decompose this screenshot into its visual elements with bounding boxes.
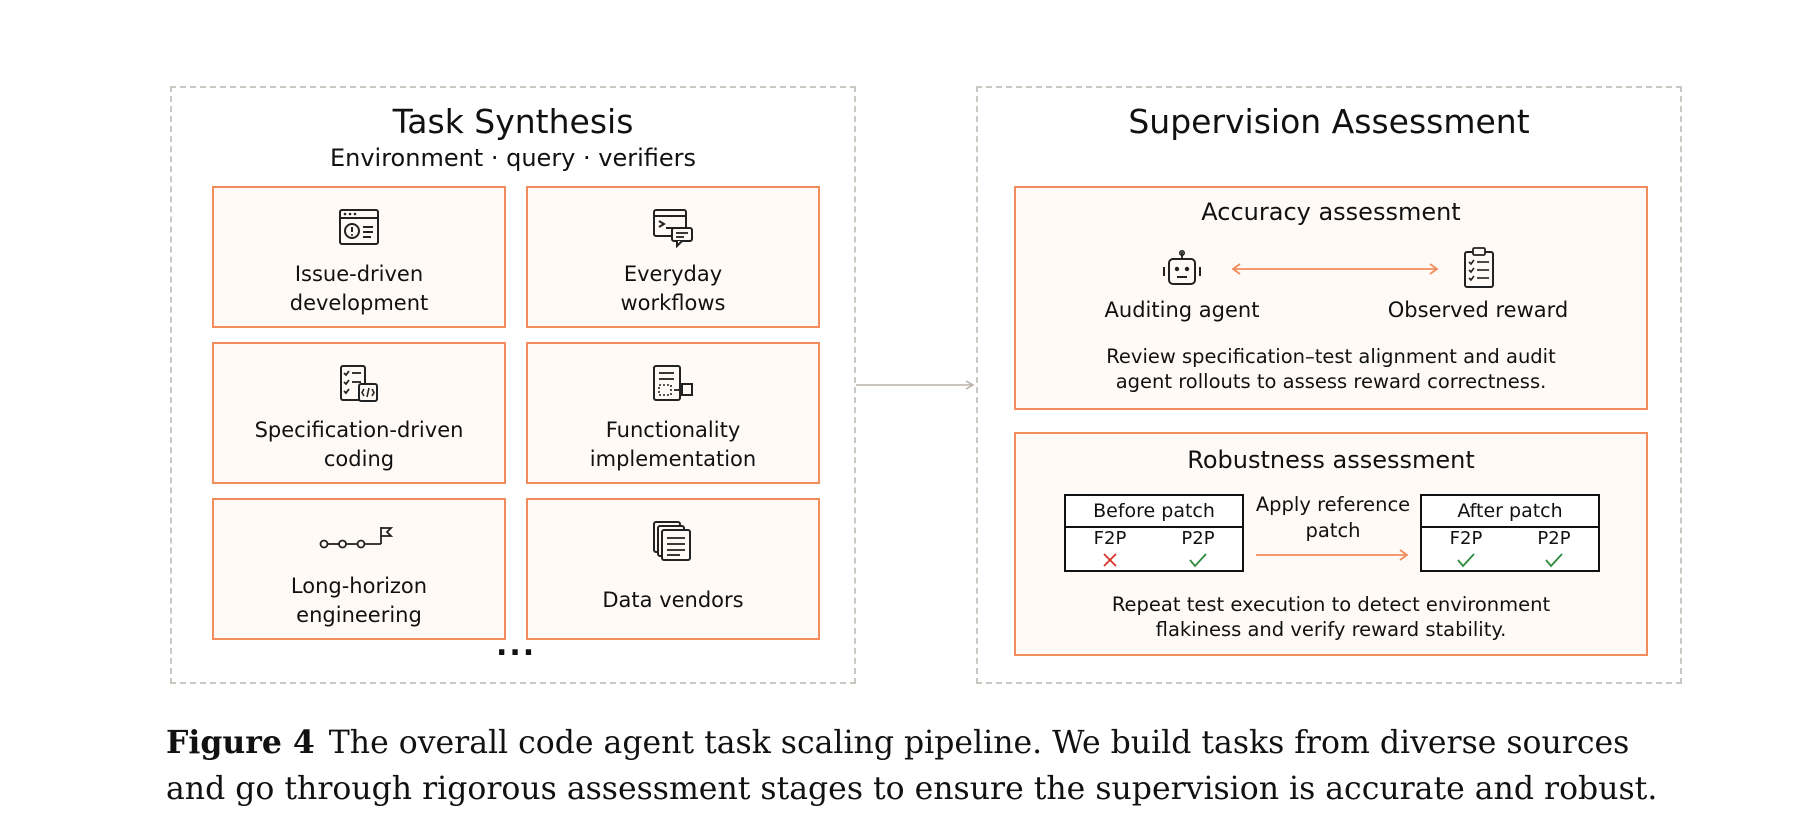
after-patch-table: After patch F2P P2P [1420,494,1600,572]
supervision-assessment-panel: Supervision Assessment Accuracy assessme… [976,86,1682,684]
card-label: Long-horizon engineering [290,574,428,627]
task-synthesis-panel: Task Synthesis Environment · query · ver… [170,86,856,684]
card-label: Issue-driven development [289,262,429,315]
connector-arrow [856,380,975,390]
after-patch-header: After patch [1422,496,1598,528]
robustness-title: Robustness assessment [1187,446,1475,474]
task-synthesis-title: Task Synthesis [392,102,634,141]
apply-reference-patch-label: Apply reference patch [1255,493,1411,542]
task-synthesis-subtitle: Environment · query · verifiers [329,144,697,172]
clipboard-checklist-icon [1464,247,1494,288]
before-patch-table: Before patch F2P P2P [1064,494,1244,572]
before-p2p-label: P2P [1181,528,1215,549]
accuracy-assessment-box: Accuracy assessment Auditing agent [1014,186,1648,410]
after-p2p-label: P2P [1537,528,1571,549]
document-plus-icon [653,365,693,401]
pass-check-icon [1457,553,1475,568]
fail-cross-icon [1103,553,1117,567]
checklist-code-icon [340,365,378,402]
apply-patch-arrow [1256,549,1409,561]
auditing-agent-label: Auditing agent [1104,298,1260,322]
more-ellipsis: ... [496,628,537,663]
supervision-assessment-title: Supervision Assessment [1128,102,1530,141]
card-label: Specification-driven coding [254,418,464,471]
after-f2p-label: F2P [1449,528,1483,549]
before-patch-header: Before patch [1066,496,1242,528]
card-label: Data vendors [602,588,744,612]
card-label: Functionality implementation [589,418,757,471]
robustness-description: Repeat test execution to detect environm… [1111,593,1551,641]
before-f2p-label: F2P [1093,528,1127,549]
card-issue-driven: Issue-driven development [212,186,506,328]
before-f2p-cell: F2P [1066,528,1154,568]
issue-window-icon [339,209,379,245]
pass-check-icon [1545,553,1563,568]
figure-label: Figure 4 [166,724,315,761]
figure-caption-text: The overall code agent task scaling pipe… [166,725,1658,807]
card-everyday-workflows: Everyday workflows [526,186,820,328]
stacked-documents-icon [653,521,691,561]
card-specification-driven: Specification-driven coding [212,342,506,484]
card-functionality-implementation: Functionality implementation [526,342,820,484]
before-p2p-cell: P2P [1154,528,1242,568]
terminal-chat-icon [653,209,693,248]
robot-icon [1163,250,1201,285]
card-label: Everyday workflows [620,262,726,315]
observed-reward-label: Observed reward [1387,298,1569,322]
card-data-vendors: Data vendors [526,498,820,640]
after-f2p-cell: F2P [1422,528,1510,568]
after-p2p-cell: P2P [1510,528,1598,568]
accuracy-description: Review specification–test alignment and … [1106,345,1556,393]
milestone-flag-icon [319,527,394,549]
accuracy-title: Accuracy assessment [1201,198,1461,226]
robustness-assessment-box: Robustness assessment Before patch F2P P… [1014,432,1648,656]
pass-check-icon [1189,553,1207,568]
bidirectional-arrow [1231,263,1439,275]
card-long-horizon: Long-horizon engineering [212,498,506,640]
